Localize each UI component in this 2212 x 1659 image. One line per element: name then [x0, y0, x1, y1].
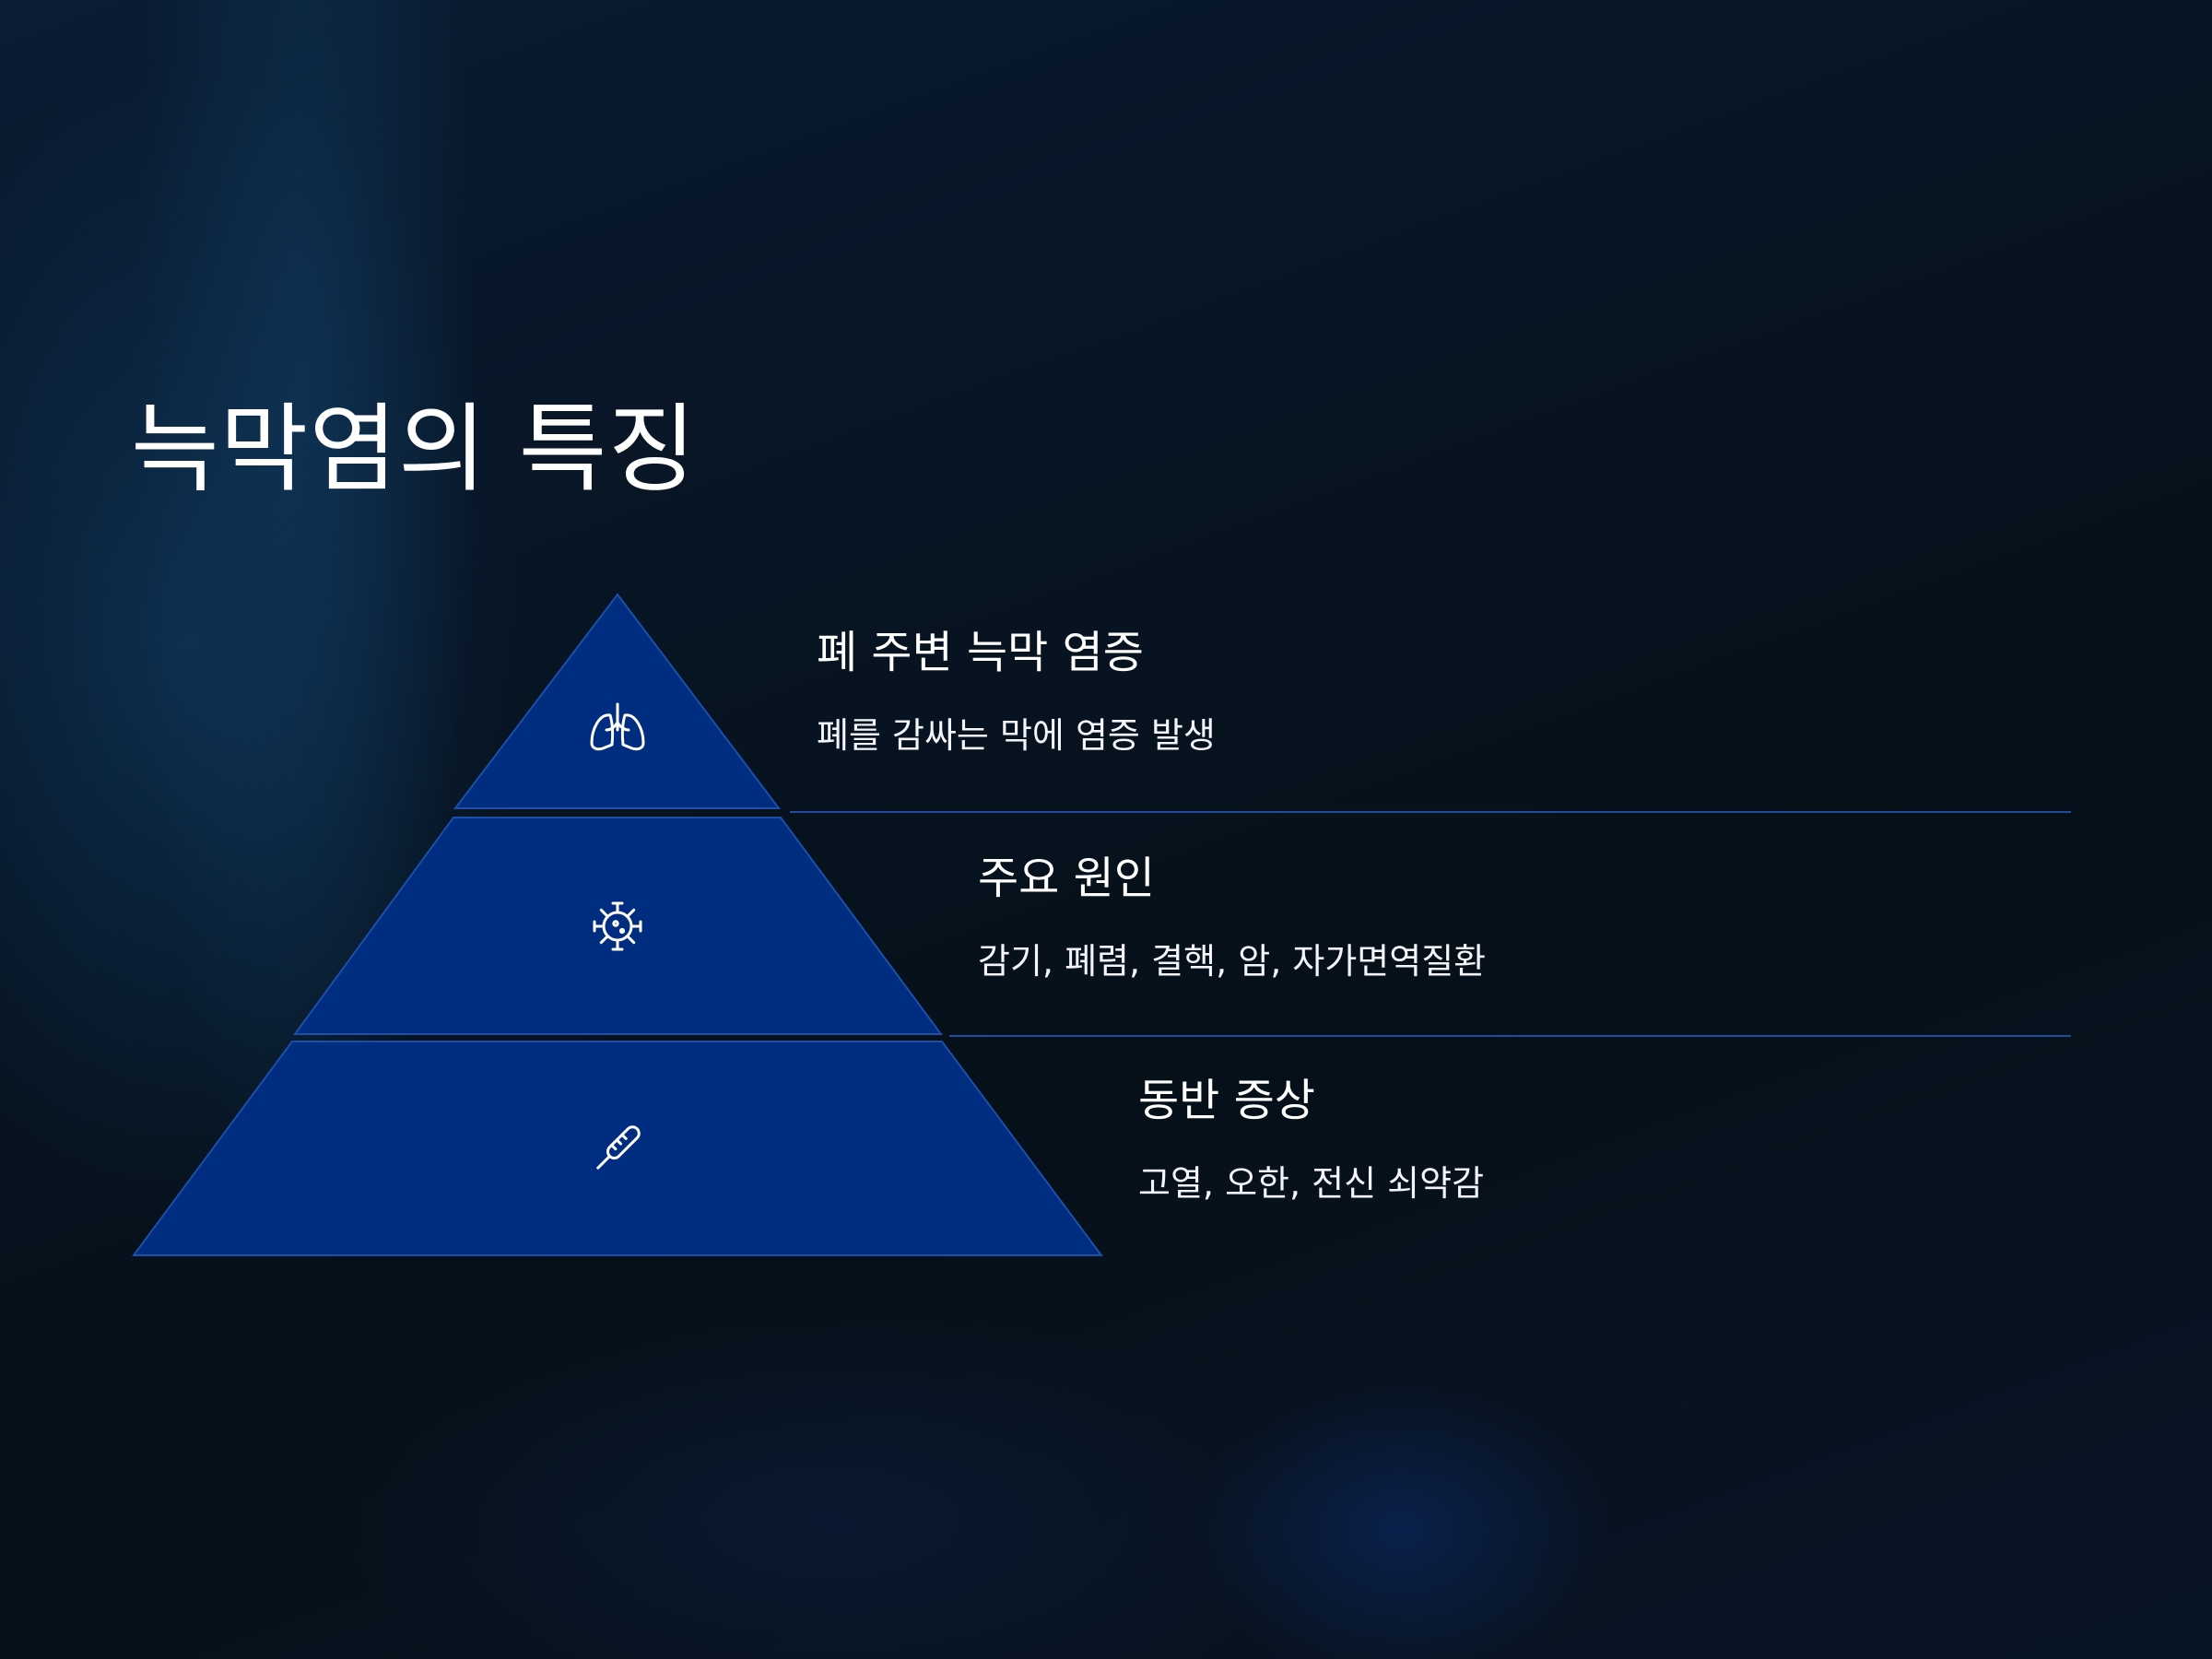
tier-1-description: 폐를 감싸는 막에 염증 발생 [817, 714, 1216, 756]
divider-2 [949, 1035, 2071, 1037]
thermometer-icon [596, 1125, 641, 1170]
slide-title: 늑막염의 특징 [131, 393, 698, 505]
tier-2-text: 주요 원인 감기, 폐렴, 결핵, 암, 자가면역질환 [978, 853, 1486, 982]
pyramid-tier-3 [132, 1041, 1103, 1256]
tier-2-heading: 주요 원인 [978, 853, 1155, 904]
pyramid-tier-1 [453, 593, 782, 809]
tier-1-text: 폐 주변 늑막 염증 폐를 감싸는 막에 염증 발생 [817, 627, 1216, 757]
tier-1-heading: 폐 주변 늑막 염증 [817, 627, 1144, 678]
divider-1 [790, 811, 2071, 813]
tier-3-text: 동반 증상 고열, 오한, 전신 쇠약감 [1138, 1075, 1484, 1205]
virus-icon [593, 901, 642, 951]
lungs-icon [590, 702, 645, 751]
tier-3-heading: 동반 증상 [1138, 1075, 1315, 1126]
tier-3-description: 고열, 오한, 전신 쇠약감 [1138, 1162, 1485, 1204]
tier-2-description: 감기, 폐렴, 결핵, 암, 자가면역질환 [978, 940, 1487, 982]
